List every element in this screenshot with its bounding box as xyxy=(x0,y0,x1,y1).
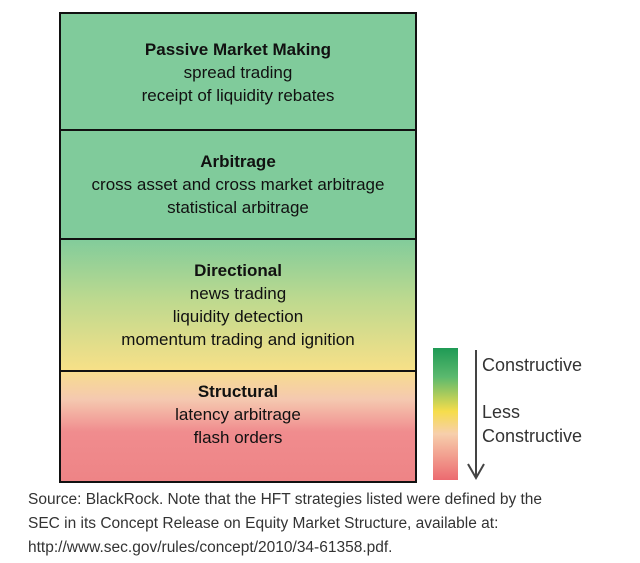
tier-item: liquidity detection xyxy=(172,307,304,326)
tier-title: Structural xyxy=(197,382,279,401)
tier-item: latency arbitrage xyxy=(175,405,301,424)
tier-item: receipt of liquidity rebates xyxy=(141,86,335,105)
tier-item: momentum trading and ignition xyxy=(121,330,355,349)
legend-label-less-constructive: Constructive xyxy=(482,426,583,446)
source-note: Source: BlackRock. Note that the HFT str… xyxy=(28,488,628,560)
tier-item: news trading xyxy=(189,284,287,303)
tier-passive-market-making: Passive Market Making spread trading rec… xyxy=(61,14,415,131)
source-line: SEC in its Concept Release on Equity Mar… xyxy=(28,515,499,532)
tier-item: statistical arbitrage xyxy=(167,198,309,217)
tier-title: Passive Market Making xyxy=(144,40,332,59)
tier-directional: Directional news trading liquidity detec… xyxy=(61,240,415,372)
legend-label-constructive: Constructive xyxy=(482,355,583,375)
down-arrow-icon xyxy=(467,350,485,480)
hft-strategy-stack: Passive Market Making spread trading rec… xyxy=(59,12,417,483)
source-line: Source: BlackRock. Note that the HFT str… xyxy=(28,491,543,508)
tier-structural: Structural latency arbitrage flash order… xyxy=(61,372,415,481)
tier-item: cross asset and cross market arbitrage xyxy=(91,175,385,194)
tier-item: spread trading xyxy=(183,63,293,82)
tier-arbitrage: Arbitrage cross asset and cross market a… xyxy=(61,131,415,240)
tier-title: Arbitrage xyxy=(200,152,276,171)
legend-gradient-bar xyxy=(433,348,458,480)
source-link[interactable]: http://www.sec.gov/rules/concept/2010/34… xyxy=(28,539,393,556)
legend-label-less: Less xyxy=(482,402,521,422)
tier-item: flash orders xyxy=(193,428,283,447)
tier-title: Directional xyxy=(194,261,282,280)
